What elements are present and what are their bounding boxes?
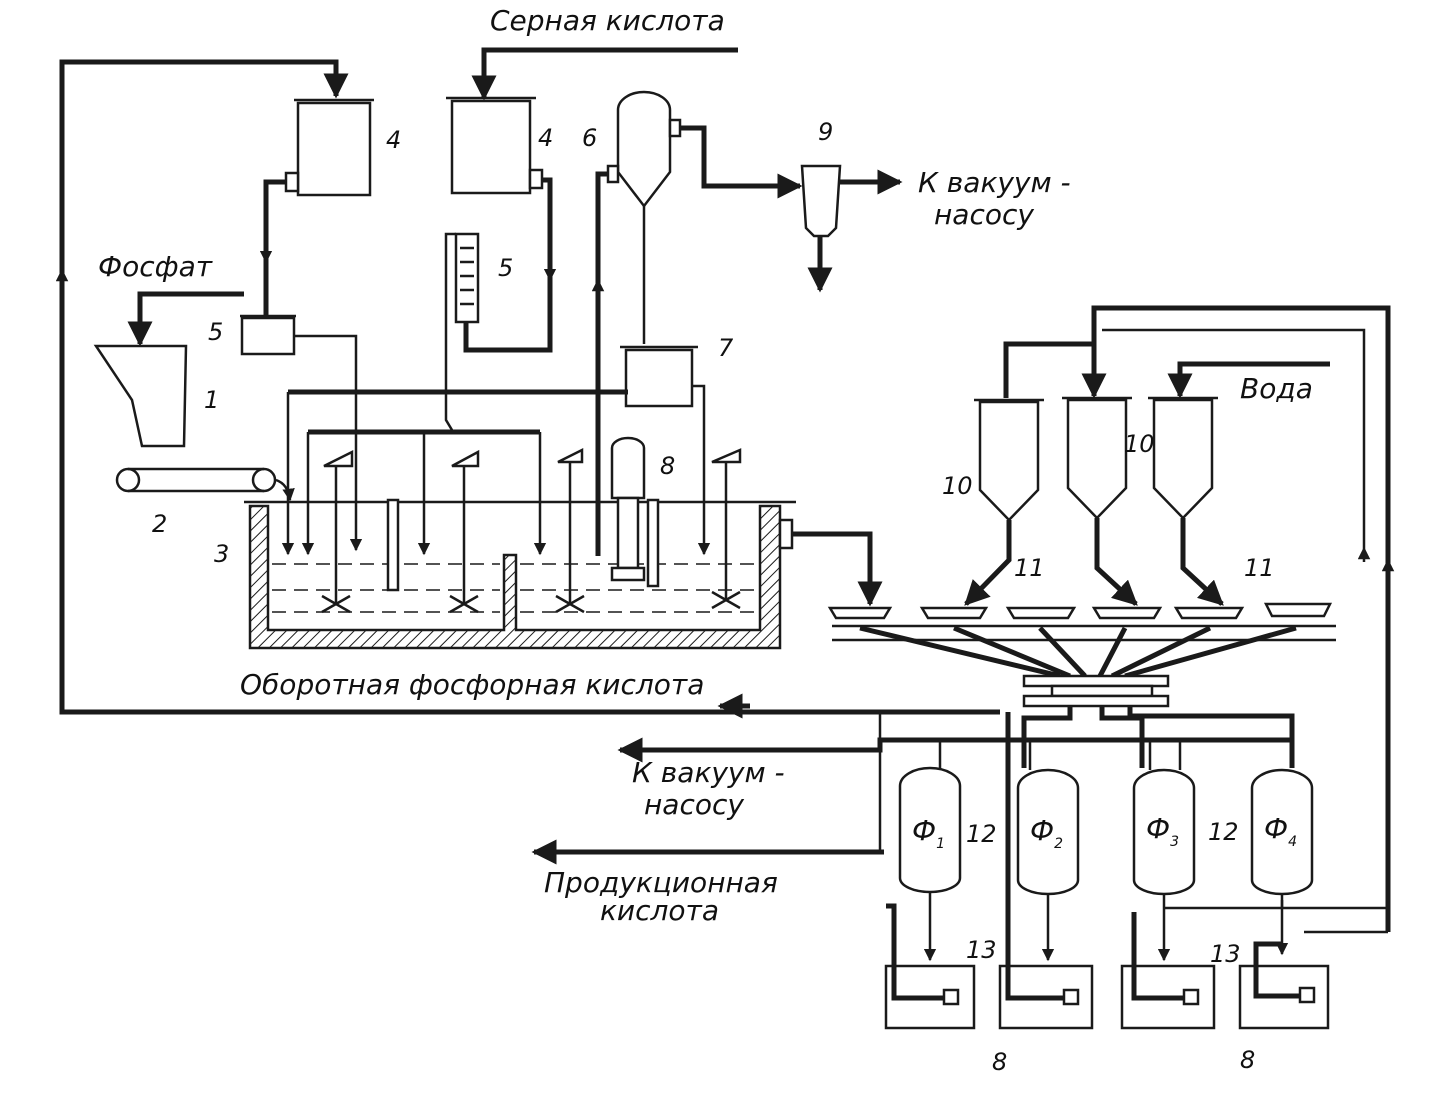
- filter-label-3: Ф3: [1146, 812, 1179, 850]
- trap-9: [800, 164, 842, 293]
- number-5-left: 5: [208, 318, 223, 346]
- number-7: 7: [718, 334, 734, 362]
- number-10-left: 10: [942, 472, 973, 500]
- pump-8-reactor: [610, 436, 646, 582]
- water-label: Вода: [1240, 372, 1313, 405]
- number-4-left: 4: [386, 126, 401, 154]
- filter-label-2: Ф2: [1030, 814, 1063, 852]
- to-vacuum-pump-label-1a: К вакуум -: [918, 166, 1071, 199]
- vacuum-separator-6: [606, 90, 682, 344]
- number-13-left: 13: [966, 936, 997, 964]
- pipelines: [55, 47, 1395, 1001]
- number-11-right: 11: [1244, 554, 1275, 582]
- rotameter-5: [454, 232, 480, 324]
- filter-label-4: Ф4: [1264, 812, 1297, 850]
- recycled-acid-label: Оборотная фосфорная кислота: [240, 668, 704, 701]
- to-vacuum-pump-label-2a: К вакуум -: [632, 756, 785, 789]
- number-10-right: 10: [1124, 430, 1155, 458]
- vessel-7: [620, 345, 698, 408]
- number-11-left: 11: [1014, 554, 1045, 582]
- belt-conveyor: [115, 467, 295, 502]
- filter-label-1: Ф1: [912, 814, 945, 852]
- number-12-right: 12: [1208, 818, 1239, 846]
- number-8-right: 8: [1240, 1046, 1255, 1074]
- number-13-right: 13: [1210, 940, 1241, 968]
- to-vacuum-pump-label-2b: насосу: [644, 788, 744, 821]
- number-8-reactor: 8: [660, 452, 675, 480]
- product-acid-label-a: Продукционная: [544, 866, 778, 899]
- phosphate-label: Фосфат: [98, 250, 213, 283]
- number-5-right: 5: [498, 254, 513, 282]
- wash-tanks-10: [974, 396, 1218, 522]
- sulfuric-acid-label: Серная кислота: [490, 4, 725, 37]
- extractor-3: [244, 498, 796, 650]
- number-8-left: 8: [992, 1048, 1007, 1076]
- number-12-left: 12: [966, 820, 997, 848]
- number-2: 2: [152, 510, 167, 538]
- number-3: 3: [214, 540, 229, 568]
- product-acid-label-b: кислота: [600, 894, 719, 927]
- tank-4-right: [446, 96, 544, 195]
- phosphate-hopper: [93, 344, 188, 448]
- to-vacuum-pump-label-1b: насосу: [934, 198, 1034, 231]
- number-1: 1: [204, 386, 219, 414]
- tank-4-left: [284, 98, 374, 197]
- number-6: 6: [582, 124, 597, 152]
- doser-5-left: [240, 316, 296, 356]
- carousel-filter-11: [827, 602, 1336, 708]
- agitators: [321, 447, 742, 614]
- filter-labels: Ф1 Ф2 Ф3 Ф4: [912, 812, 1297, 852]
- number-4-right: 4: [538, 124, 553, 152]
- number-9: 9: [818, 118, 833, 146]
- receivers-12: [898, 766, 1314, 896]
